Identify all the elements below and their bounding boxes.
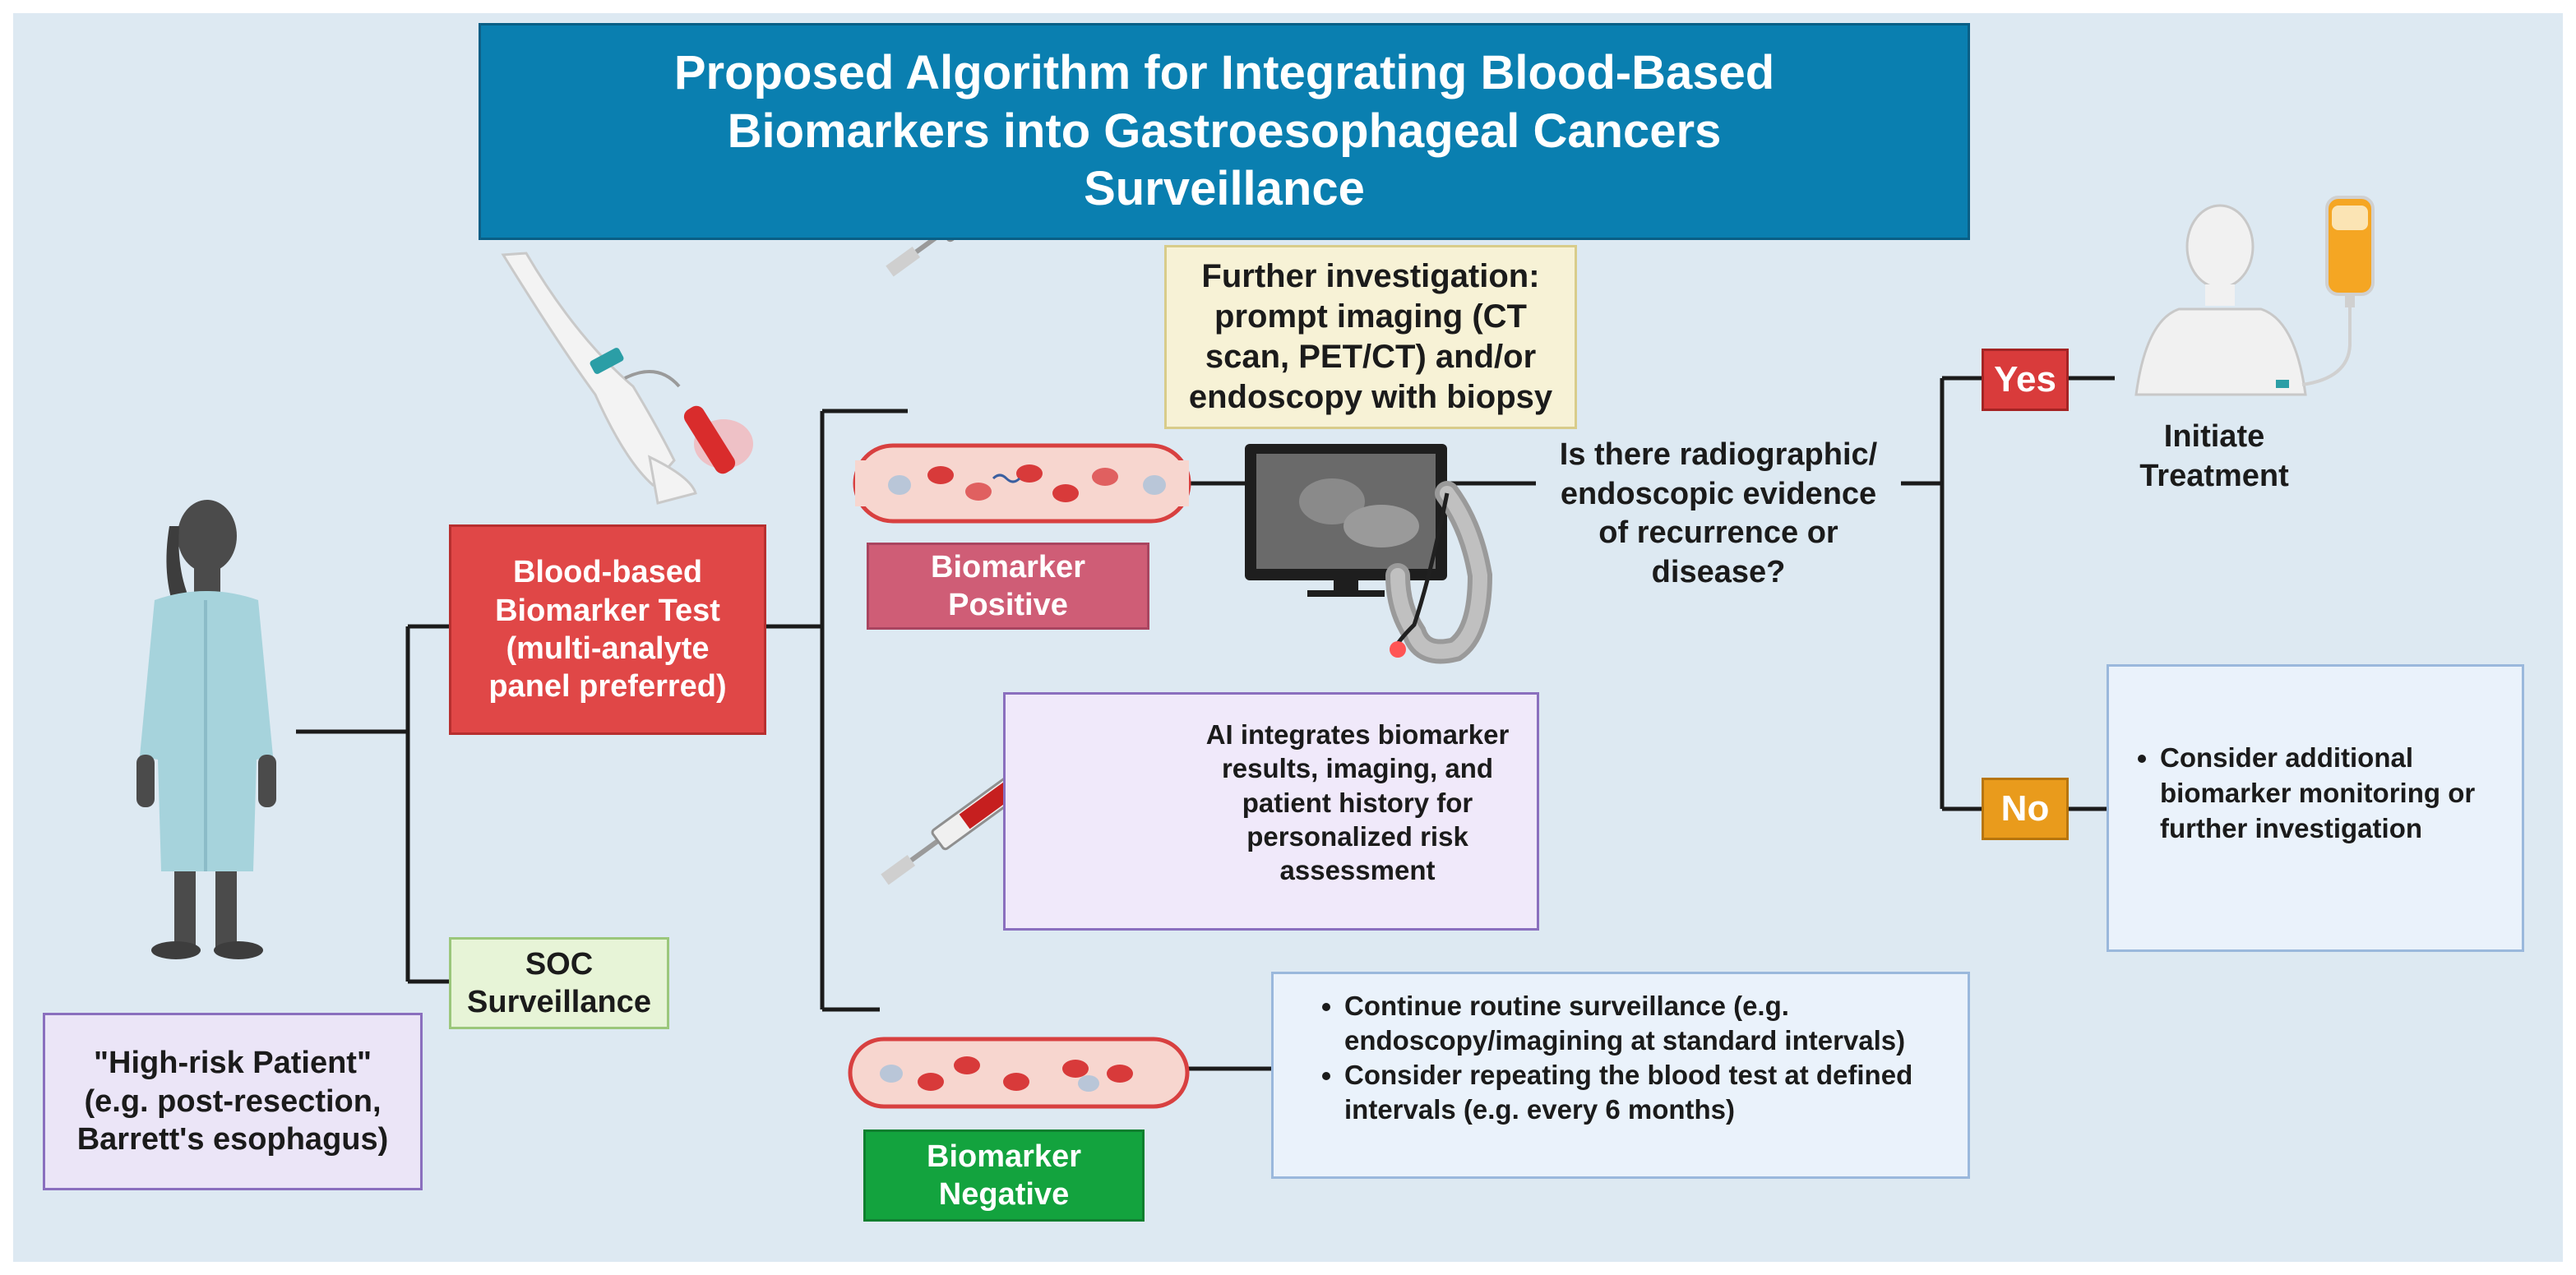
biomarker-negative-box: Biomarker Negative xyxy=(863,1129,1145,1222)
high-risk-patient-box: "High-risk Patient" (e.g. post-resection… xyxy=(43,1013,423,1190)
no-label: No xyxy=(2000,788,2050,829)
initiate-treatment-label: Initiate Treatment xyxy=(2113,418,2315,496)
negative-action-bullet: Consider repeating the blood test at def… xyxy=(1344,1058,1959,1127)
soc-line: Surveillance xyxy=(467,985,651,1019)
ai-line: results, imaging, and xyxy=(1221,753,1494,784)
patient-line: "High-risk Patient" xyxy=(94,1046,372,1081)
question-line: disease? xyxy=(1651,554,1786,589)
investigation-line: Further investigation: xyxy=(1201,258,1540,295)
recurrence-question: Is there radiographic/ endoscopic eviden… xyxy=(1536,436,1901,592)
patient-line: (e.g. post-resection, xyxy=(84,1083,382,1119)
patient-line: Barrett's esophagus) xyxy=(76,1122,389,1157)
yes-badge: Yes xyxy=(1982,349,2069,411)
question-line: Is there radiographic/ xyxy=(1559,437,1878,472)
blood-vessel-icon xyxy=(853,443,1191,524)
blood-test-line: Biomarker Test xyxy=(495,593,720,628)
blood-test-line: panel preferred) xyxy=(488,669,727,704)
blood-test-line: Blood-based xyxy=(512,555,703,590)
negative-action-box: Continue routine surveillance (e.g. endo… xyxy=(1271,972,1970,1179)
question-line: endoscopic evidence xyxy=(1560,476,1877,511)
negative-line: Biomarker xyxy=(927,1139,1081,1174)
negative-action-bullet: Continue routine surveillance (e.g. endo… xyxy=(1344,989,1959,1058)
blood-test-box: Blood-based Biomarker Test (multi-analyt… xyxy=(449,524,766,735)
title-banner: Proposed Algorithm for Integrating Blood… xyxy=(479,23,1970,240)
negative-line: Negative xyxy=(938,1177,1070,1212)
title-line: Surveillance xyxy=(1084,162,1365,216)
ai-line: personalized risk xyxy=(1246,820,1468,852)
no-action-list: Consider additional biomarker monitoring… xyxy=(2117,741,2514,847)
positive-line: Biomarker xyxy=(931,549,1085,584)
investigation-line: endoscopy with biopsy xyxy=(1188,378,1553,415)
ai-text: AI integrates biomarker results, imaging… xyxy=(1188,718,1527,887)
patient-figure-icon xyxy=(136,500,276,959)
negative-action-list: Continue routine surveillance (e.g. endo… xyxy=(1306,989,1959,1127)
blood-test-line: (multi-analyte xyxy=(506,631,710,666)
title-line: Proposed Algorithm for Integrating Blood… xyxy=(673,45,1775,99)
investigation-line: scan, PET/CT) and/or xyxy=(1205,339,1537,375)
soc-line: SOC xyxy=(525,946,594,982)
iv-bag-icon xyxy=(2301,196,2375,386)
further-investigation-box: Further investigation: prompt imaging (C… xyxy=(1164,245,1577,429)
treatment-patient-icon xyxy=(2134,204,2307,396)
no-action-bullet: Consider additional biomarker monitoring… xyxy=(2160,741,2514,847)
ct-monitor-icon xyxy=(1245,444,1447,597)
no-badge: No xyxy=(1982,778,2069,840)
ai-line: assessment xyxy=(1279,855,1436,885)
blood-vessel-icon xyxy=(848,1037,1190,1109)
ai-integration-box: AI integrates biomarker results, imaging… xyxy=(1003,692,1539,931)
soc-surveillance-box: SOC Surveillance xyxy=(449,937,669,1029)
investigation-line: prompt imaging (CT xyxy=(1214,298,1527,335)
arm-blood-draw-icon xyxy=(501,252,753,505)
stomach-endoscope-icon xyxy=(1385,481,1493,664)
ai-line: patient history for xyxy=(1242,787,1473,818)
yes-label: Yes xyxy=(1994,359,2056,400)
title-line: Biomarkers into Gastroesophageal Cancers xyxy=(727,104,1722,158)
initiate-line: Initiate xyxy=(2163,419,2265,454)
biomarker-positive-box: Biomarker Positive xyxy=(867,543,1149,630)
positive-line: Positive xyxy=(948,588,1068,622)
no-action-box: Consider additional biomarker monitoring… xyxy=(2107,664,2524,952)
question-line: of recurrence or xyxy=(1598,515,1838,550)
initiate-line: Treatment xyxy=(2139,458,2289,493)
ai-line: AI integrates biomarker xyxy=(1205,719,1510,750)
